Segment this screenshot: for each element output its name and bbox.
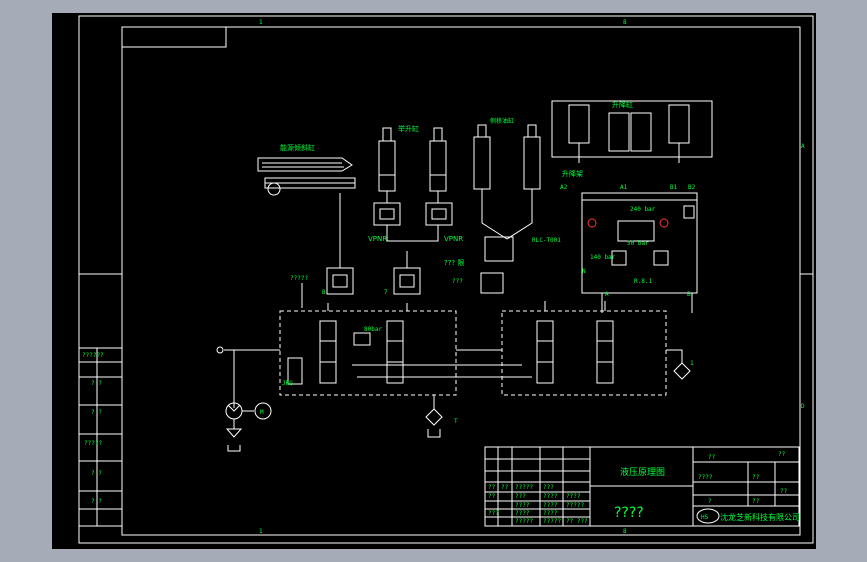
- tb-right-5: ??: [752, 498, 760, 505]
- motor-label: M: [260, 409, 264, 416]
- left-cell-1: ? ?: [91, 380, 102, 387]
- tb-cell-11: ???: [488, 510, 499, 517]
- vpnr-left: VPNR: [368, 235, 387, 243]
- main-valve-block-left[interactable]: 80bar JRG: [279, 310, 457, 396]
- zone-bottom-1: 1: [259, 528, 263, 535]
- brake-label: B: [322, 289, 326, 296]
- pump-motor[interactable]: M: [225, 402, 272, 452]
- port-a1: A1: [620, 184, 628, 191]
- tb-cell-12: ????: [515, 510, 530, 517]
- acc-label: JRG: [282, 380, 293, 387]
- tb-right-3: ??: [752, 474, 760, 481]
- left-cell-3: ?????: [84, 440, 102, 447]
- port-a: A: [605, 291, 609, 298]
- svg-text:HS: HS: [701, 514, 709, 521]
- lift-frame-cylinders[interactable]: 升降缸 升降架 A2 A1 B1 B2: [551, 100, 713, 191]
- tilt-cylinder-label: 能源倾斜缸: [280, 143, 315, 152]
- tb-right-2: ????: [698, 474, 713, 481]
- zone-right-d: D: [801, 403, 805, 410]
- left-cell-2: ? ?: [91, 409, 102, 416]
- side-shift-cylinders[interactable]: 侧移油缸 RLC-T001: [473, 117, 561, 262]
- company-logo: HS: [696, 508, 720, 524]
- drawing-number: ????: [614, 505, 644, 521]
- main-valve-block-right[interactable]: [501, 310, 667, 396]
- lift-frame2-label: 升降架: [562, 169, 583, 178]
- title-block: ?? ?? ????? ??? ?? ??? ???? ???? ???? ??…: [484, 446, 800, 527]
- tb-right-4: ?: [708, 498, 712, 505]
- tilt-cylinder[interactable]: 能源倾斜缸: [257, 143, 356, 196]
- tb-cell-3: ???: [543, 484, 554, 491]
- tb-cell-10: ?????: [566, 502, 584, 509]
- port-n: N: [582, 268, 586, 275]
- outer-frame: [78, 15, 814, 544]
- zone-right-a: A: [801, 143, 805, 150]
- pilot-valves[interactable]: ????? B 7 ??? ??? 限: [290, 193, 504, 296]
- tb-cell-8: ????: [515, 502, 530, 509]
- zone-top-8: 8: [623, 19, 627, 26]
- port-b2: B2: [688, 184, 696, 191]
- main-lines: [216, 283, 683, 408]
- ratio-label: R.8.1: [634, 278, 652, 285]
- pressure-240: 240 bar: [630, 206, 656, 213]
- tb-right-1: ??: [778, 451, 786, 458]
- port-b1: B1: [670, 184, 678, 191]
- tb-right-0: ??: [708, 454, 716, 461]
- tb-cell-9: ????: [543, 502, 558, 509]
- port-a2: A2: [560, 184, 568, 191]
- hydraulic-schematic: 1 8 1 8 A D ?????? ? ? ? ? ????? ? ? ? ?…: [78, 15, 814, 544]
- tank-filters[interactable]: T 1: [425, 360, 694, 438]
- tb-cell-15: ?????: [543, 518, 561, 525]
- company-name: 沈龙芝新科技有限公司: [720, 512, 800, 522]
- left-cell-4: ? ?: [91, 470, 102, 477]
- corner-tag: [121, 26, 227, 48]
- tb-cell-14: ?????: [515, 518, 533, 525]
- tb-cell-13: ????: [543, 510, 558, 517]
- left-panel: ?????? ? ? ? ? ????? ? ? ? ?: [78, 347, 123, 527]
- tb-cell-5: ???: [515, 493, 526, 500]
- tb-cell-6: ????: [543, 493, 558, 500]
- tb-cell-7: ????: [566, 493, 581, 500]
- pressure-50: 50 bar: [627, 240, 649, 247]
- drain-note: ??? 限: [444, 258, 464, 267]
- drawing-viewport[interactable]: 1 8 1 8 A D ?????? ? ? ? ? ????? ? ? ? ?…: [52, 13, 816, 549]
- port-t: T: [454, 418, 458, 425]
- control-manifold[interactable]: 240 bar 50 bar 140 bar R.8.1 N A B: [581, 192, 698, 313]
- port-b: B: [687, 291, 691, 298]
- tb-cell-2: ?????: [515, 484, 533, 491]
- pressure-140: 140 bar: [590, 254, 616, 261]
- tb-cell-1: ??: [501, 484, 509, 491]
- left-cell-0: ??????: [82, 352, 104, 359]
- relief-80: 80bar: [364, 326, 382, 333]
- left-cell-5: ? ?: [91, 498, 102, 505]
- valve-code: RLC-T001: [532, 237, 561, 244]
- flow-note: ???: [452, 278, 463, 285]
- drawing-name: 液压原理图: [620, 466, 665, 478]
- tb-right-6: ??: [780, 488, 788, 495]
- lift-frame-label: 升降缸: [612, 100, 633, 109]
- side-shift-label: 侧移油缸: [490, 117, 514, 125]
- tb-cell-4: ??: [488, 493, 496, 500]
- tb-cell-0: ??: [488, 484, 496, 491]
- tb-cell-16: ?? ???: [566, 518, 588, 525]
- zone-bottom-8: 8: [623, 528, 627, 535]
- zone-top-1: 1: [259, 19, 263, 26]
- qty-note: ?????: [290, 275, 308, 282]
- num-7: 7: [384, 289, 388, 296]
- vpnr-right: VPNR: [444, 235, 463, 243]
- inner-frame: [121, 26, 801, 536]
- lift-cylinders[interactable]: 举升缸 VPNR VPNR: [368, 124, 463, 243]
- num-1: 1: [690, 360, 694, 367]
- lift-cylinder-label: 举升缸: [398, 124, 419, 133]
